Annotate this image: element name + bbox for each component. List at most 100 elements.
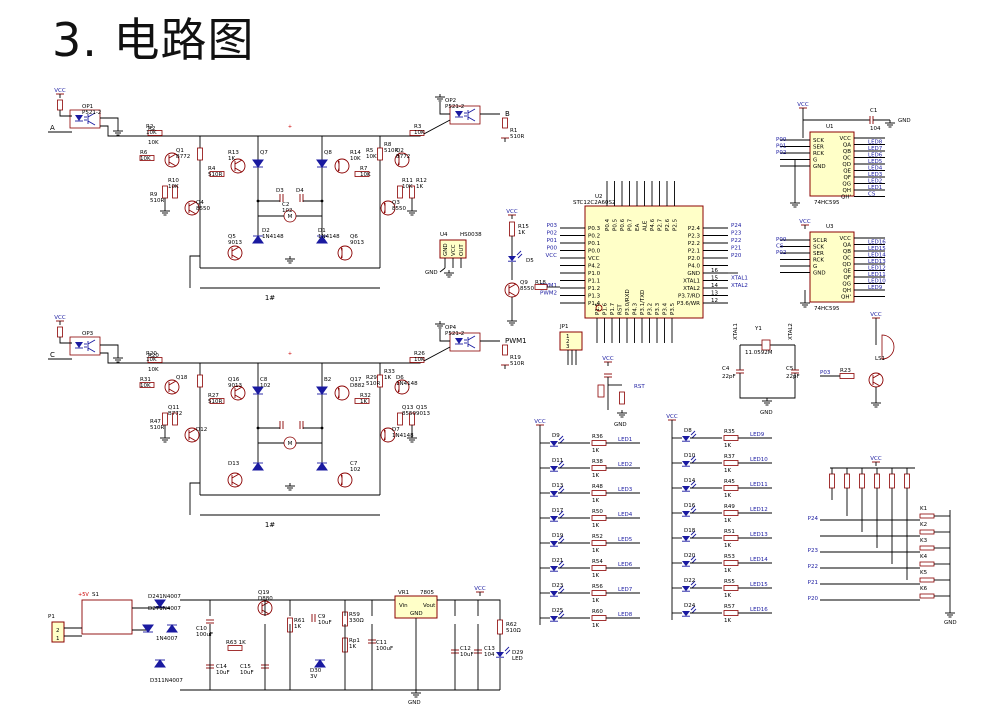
val-VR1: 7805 bbox=[420, 590, 434, 596]
val-Q6: 9013 bbox=[350, 240, 364, 246]
wire bbox=[691, 483, 697, 489]
led-net: LED16 bbox=[750, 607, 768, 613]
val-R9: 510R bbox=[150, 198, 164, 204]
shift-part: 74HC595 bbox=[814, 200, 840, 206]
mcu-left-net: P01 bbox=[547, 238, 557, 244]
resistor bbox=[397, 412, 403, 426]
ref-R27: R27 bbox=[208, 393, 219, 399]
led-ref: D17 bbox=[552, 508, 564, 514]
led-symbol bbox=[682, 586, 690, 592]
val-C15: 10uF bbox=[240, 670, 254, 676]
wire bbox=[189, 482, 200, 515]
ref-C4: C4 bbox=[722, 366, 730, 372]
transistor bbox=[184, 200, 200, 216]
shift-right-pin: VCC bbox=[840, 236, 852, 242]
mcu-right-net: P24 bbox=[731, 223, 742, 229]
shift-left-net: P02 bbox=[776, 250, 786, 256]
mcu-pin1-mark bbox=[595, 304, 603, 312]
led-res-val: 1K bbox=[724, 493, 731, 499]
resistor bbox=[162, 185, 168, 199]
led-symbol bbox=[550, 516, 558, 522]
mcu-right-num: 16 bbox=[711, 268, 718, 274]
ref-C13: C13 bbox=[484, 646, 495, 652]
ir-gnd: GND bbox=[425, 270, 438, 276]
wire bbox=[690, 455, 696, 461]
wire bbox=[690, 430, 696, 436]
ref-B2: B2 bbox=[324, 377, 331, 383]
ref-Q2: Q2 bbox=[396, 148, 404, 154]
wire bbox=[168, 380, 177, 386]
shift-ref: U3 bbox=[826, 224, 834, 230]
val-R33: 1K bbox=[384, 375, 391, 381]
ir-pin: GND bbox=[443, 243, 449, 256]
key-ref: K3 bbox=[920, 538, 928, 544]
led-ref: D14 bbox=[684, 478, 696, 484]
val-C1: 104 bbox=[870, 126, 881, 132]
ref-C12: C12 bbox=[460, 646, 471, 652]
led-res-val: 1K bbox=[724, 543, 731, 549]
led-res-val: 1K bbox=[592, 448, 599, 454]
wire bbox=[188, 428, 197, 434]
val-C2: 102 bbox=[282, 208, 293, 214]
led-symbol bbox=[682, 536, 690, 542]
shift-right-net: LED13 bbox=[868, 259, 886, 265]
mcu-right-pin: P3.6/WR bbox=[677, 301, 700, 307]
resistor bbox=[839, 373, 855, 379]
input-left: A bbox=[50, 124, 55, 132]
shift-left-net: CS bbox=[776, 244, 784, 250]
wire bbox=[691, 583, 697, 589]
led-res-val: 1K bbox=[724, 443, 731, 449]
power-d24: D241N4007 bbox=[148, 594, 181, 600]
shift-left-pin: SCLR bbox=[813, 238, 827, 244]
led-res-ref: R53 bbox=[724, 554, 735, 560]
mcu-bottom-pin: P3.0/RXD bbox=[625, 289, 631, 315]
wire bbox=[558, 585, 564, 591]
led-symbol bbox=[682, 611, 690, 617]
buzzer-symbol bbox=[881, 334, 895, 360]
ref-R12: R12 bbox=[416, 178, 427, 184]
wire bbox=[340, 246, 343, 252]
wire bbox=[340, 481, 343, 487]
resistor bbox=[619, 391, 625, 405]
val-R19: 510R bbox=[510, 361, 524, 367]
led-net: LED7 bbox=[618, 587, 633, 593]
vcc-label: VCC bbox=[54, 88, 66, 94]
resistor bbox=[139, 382, 155, 388]
resistor bbox=[723, 560, 739, 566]
transistor bbox=[337, 245, 353, 261]
mcu-left-pin: P1.0 bbox=[588, 271, 601, 277]
mcu-left-net: P02 bbox=[547, 231, 557, 237]
mcu-chip bbox=[584, 205, 704, 319]
mcu-right-pin: P3.7/RD bbox=[678, 294, 700, 300]
resistor bbox=[409, 357, 425, 363]
power-connector bbox=[51, 621, 65, 643]
ref-R26: R26 bbox=[414, 351, 425, 357]
ref-Q1: Q1 bbox=[176, 148, 184, 154]
vcc-label: VCC bbox=[799, 219, 811, 225]
val-R29: 510R bbox=[366, 381, 380, 387]
ref-D30: D30 bbox=[310, 668, 322, 674]
shift-right-pin: QH' bbox=[841, 195, 851, 201]
jumper-pin: 2 bbox=[566, 339, 570, 345]
led-ref: D19 bbox=[552, 533, 564, 539]
ref-R3: R3 bbox=[414, 124, 422, 130]
ref-R32: R32 bbox=[360, 393, 371, 399]
transistor bbox=[184, 427, 200, 443]
wire bbox=[558, 535, 564, 541]
key-net: P23 bbox=[808, 548, 819, 554]
val-R2: 10K bbox=[146, 130, 157, 136]
resistor bbox=[723, 460, 739, 466]
shift-chip bbox=[809, 231, 855, 303]
wire bbox=[234, 386, 243, 392]
led-res-val: 1K bbox=[592, 473, 599, 479]
ref-C5: C5 bbox=[786, 366, 794, 372]
reset-label: RST bbox=[634, 384, 645, 390]
mcu-top-pin: P2.7 bbox=[658, 218, 664, 231]
val-OP1: P521-2 bbox=[82, 110, 101, 116]
mcu-top-pin: P0.7 bbox=[628, 218, 634, 231]
shift-left-pin: SER bbox=[813, 251, 824, 257]
ref-R4: R4 bbox=[208, 166, 216, 172]
crystal-value: 11.0592M bbox=[745, 350, 773, 356]
